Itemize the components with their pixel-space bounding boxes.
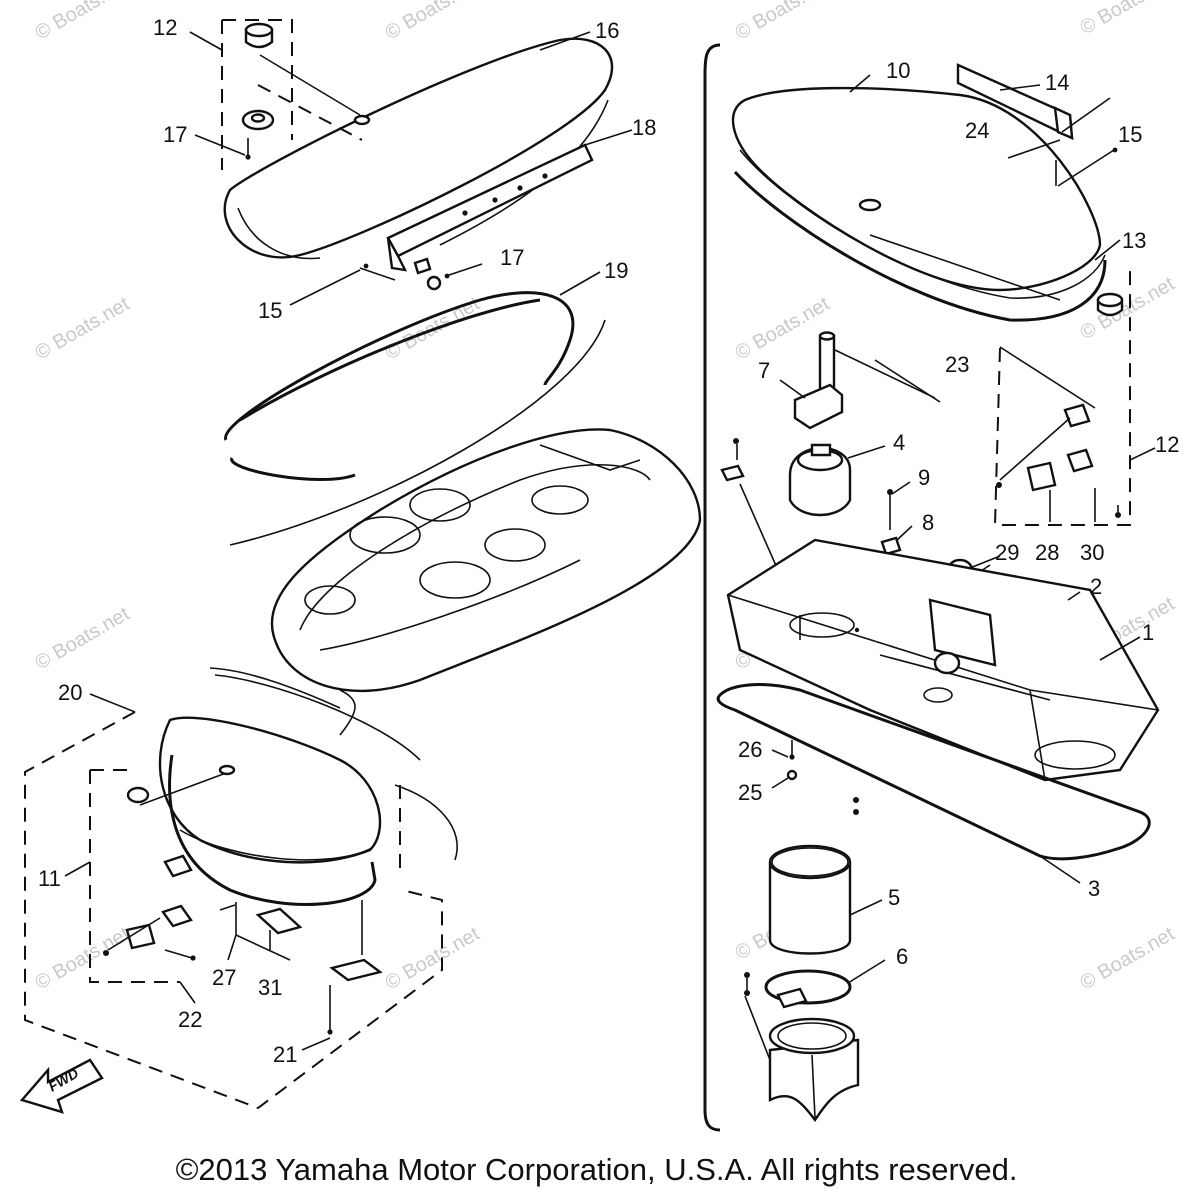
watermark: © Boats.net	[32, 0, 134, 44]
watermark: © Boats.net	[382, 923, 484, 995]
callout-12-left: 12	[153, 15, 177, 40]
callout-9: 9	[918, 465, 930, 490]
callout-16: 16	[595, 18, 619, 43]
hatch-cover-16	[223, 37, 614, 260]
callout-2: 2	[1090, 574, 1102, 599]
vent-cover-4	[788, 443, 852, 517]
gasket-19	[224, 291, 606, 546]
callout-4: 4	[893, 430, 905, 455]
callout-15-right: 15	[1118, 122, 1142, 147]
callout-11: 11	[38, 866, 61, 891]
callout-15-left: 15	[258, 298, 282, 323]
fastener-group-12-right	[993, 270, 1131, 526]
boat-illustration	[270, 428, 702, 736]
vent-housing	[768, 1017, 860, 1123]
hatch-group-20	[24, 667, 458, 1110]
callout-6: 6	[896, 944, 908, 969]
bolts-left-6	[744, 972, 771, 1061]
callout-23: 23	[945, 352, 969, 377]
fasteners-25-26	[786, 740, 859, 815]
callout-28: 28	[1035, 540, 1059, 565]
watermark: © Boats.net	[32, 603, 134, 675]
callout-22: 22	[178, 1007, 202, 1032]
callout-8: 8	[922, 510, 934, 535]
callout-29: 29	[995, 540, 1019, 565]
callout-30: 30	[1080, 540, 1104, 565]
callout-18: 18	[632, 115, 656, 140]
callout-14: 14	[1045, 70, 1069, 95]
fastener-group-12-left	[221, 19, 371, 170]
callout-25: 25	[738, 780, 762, 805]
callout-17-lower: 17	[500, 245, 524, 270]
hinge-18	[386, 143, 594, 272]
leader-lines	[64, 31, 1156, 1051]
callout-26: 26	[738, 737, 762, 762]
callout-13: 13	[1122, 228, 1146, 253]
watermark: © Boats.net	[732, 293, 834, 365]
callout-27: 27	[212, 965, 236, 990]
callout-12-right: 12	[1155, 432, 1179, 457]
hinge-14	[956, 63, 1118, 187]
parts-diagram: © Boats.net © Boats.net © Boats.net © Bo…	[19, 0, 1179, 1132]
watermark: © Boats.net	[1077, 273, 1179, 345]
callout-3: 3	[1088, 876, 1100, 901]
copyright-notice: ©2013 Yamaha Motor Corporation, U.S.A. A…	[175, 1152, 1018, 1187]
fwd-arrow-icon: FWD	[19, 1058, 104, 1114]
watermark: © Boats.net	[32, 923, 134, 995]
bracket-7	[793, 331, 941, 430]
group-bracket	[703, 43, 721, 1132]
callout-19: 19	[604, 258, 628, 283]
watermark: © Boats.net	[1077, 923, 1179, 995]
callout-17-upper: 17	[163, 122, 187, 147]
storage-box-1	[726, 538, 1160, 782]
storage-lid-10	[731, 86, 1107, 322]
watermark: © Boats.net	[32, 293, 134, 365]
hose-clamp-6	[764, 969, 852, 1009]
callout-1: 1	[1142, 620, 1154, 645]
watermark: © Boats.net	[382, 0, 484, 44]
callout-10: 10	[886, 58, 910, 83]
watermark: © Boats.net	[732, 0, 834, 44]
tube-5	[768, 844, 852, 955]
small-screw-9	[887, 489, 893, 530]
gasket-3	[716, 683, 1151, 861]
callout-31: 31	[258, 975, 282, 1000]
callout-21: 21	[273, 1042, 297, 1067]
hinge-hardware	[359, 257, 483, 291]
watermark: © Boats.net	[1077, 0, 1179, 39]
callout-24: 24	[965, 118, 989, 143]
callout-labels: 12 16 17 18 17 19 15 20 11 27 31 22 21 1…	[38, 15, 1179, 1067]
callout-7: 7	[758, 358, 770, 383]
callout-5: 5	[888, 885, 900, 910]
callout-20: 20	[58, 680, 82, 705]
